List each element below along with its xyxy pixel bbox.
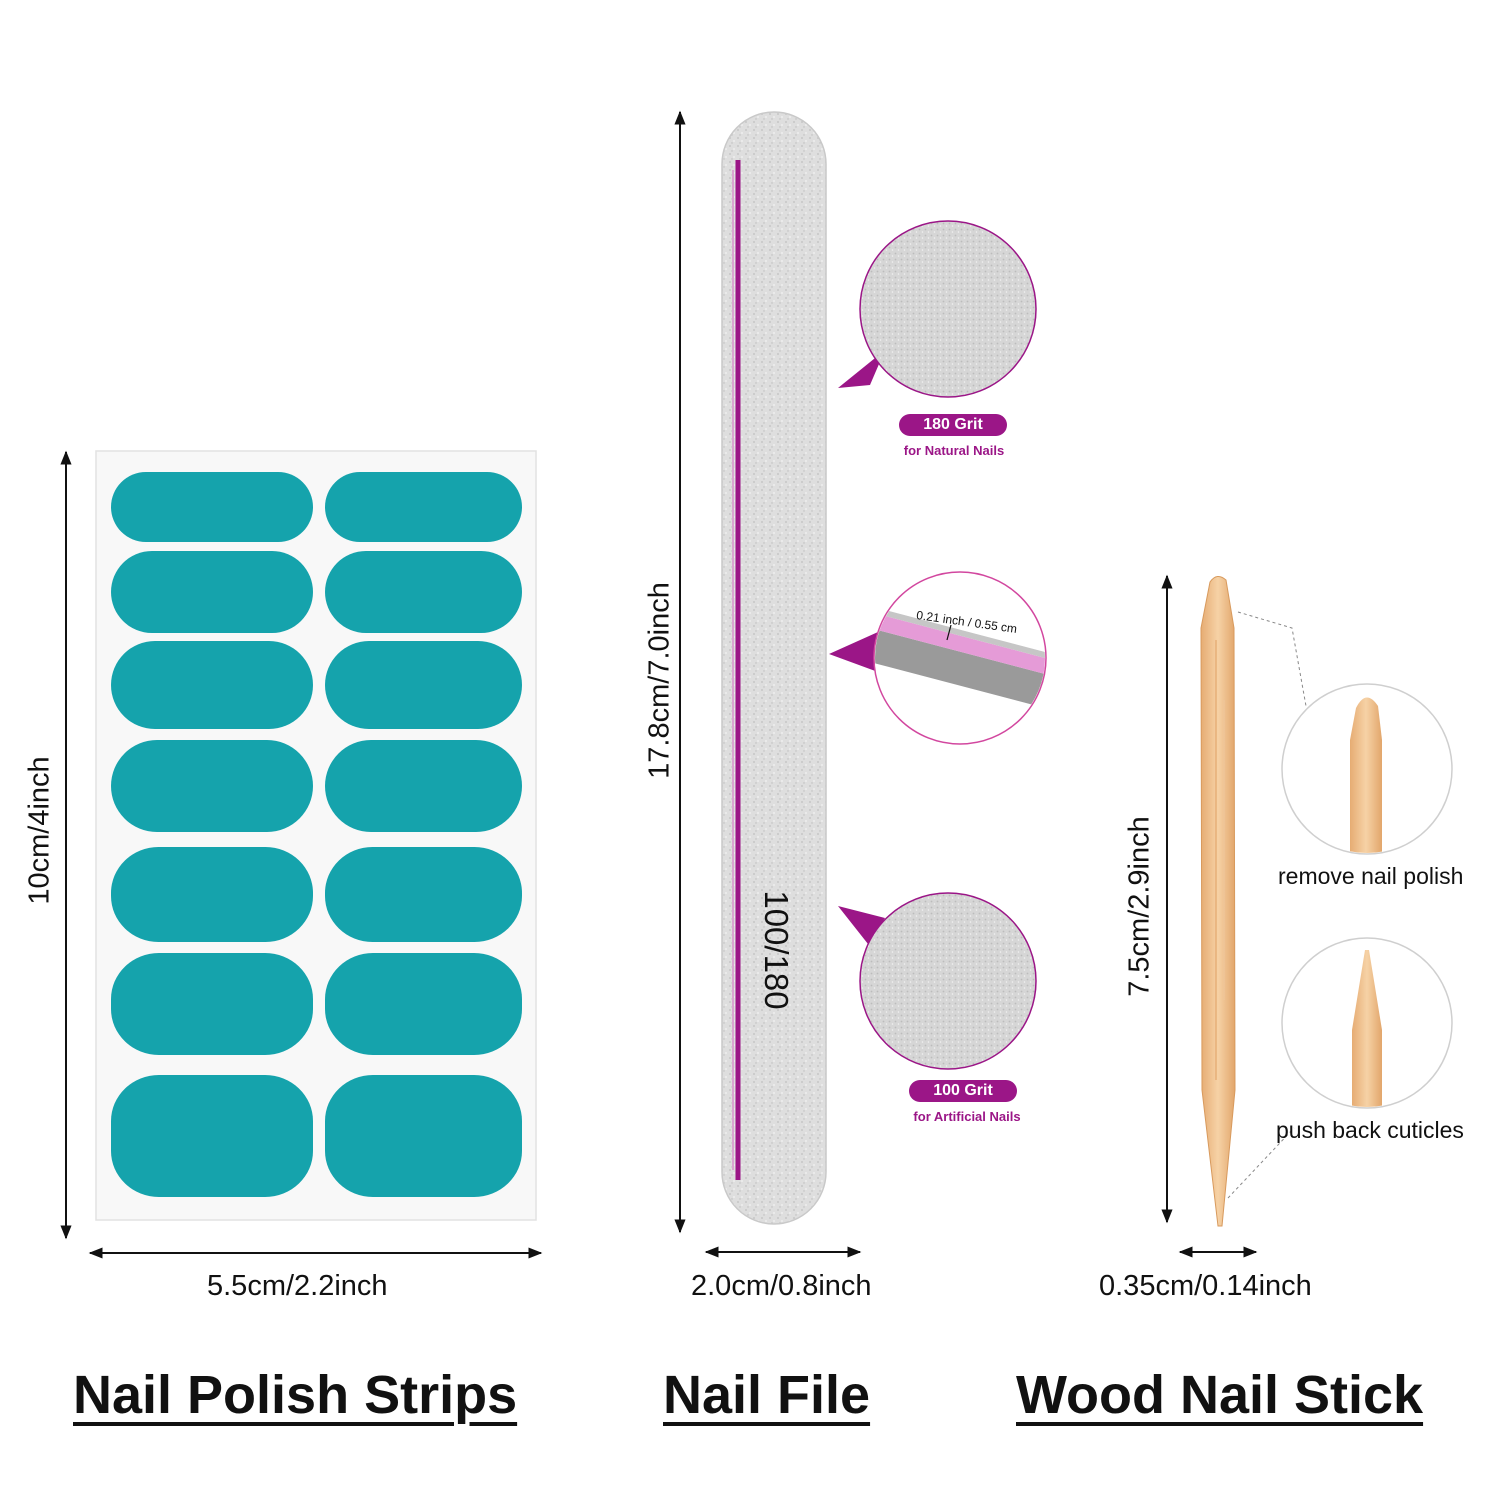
file-width-label: 2.0cm/0.8inch	[691, 1270, 872, 1302]
nail-strip	[325, 740, 522, 832]
nail-strip	[111, 1075, 313, 1197]
stick-bottom-detail	[1281, 937, 1453, 1109]
nail-strip	[325, 641, 522, 729]
grit-top-sub: for Natural Nails	[903, 443, 1005, 458]
grit-top-callout	[838, 220, 1037, 398]
nail-strip	[111, 740, 313, 832]
stick-width-label: 0.35cm/0.14inch	[1099, 1270, 1312, 1302]
stick-length-label: 7.5cm/2.9inch	[1123, 816, 1156, 997]
nail-strip	[325, 472, 522, 542]
grit-top-badge: 180 Grit	[899, 414, 1007, 436]
strips-title: Nail Polish Strips	[73, 1365, 518, 1425]
file-grit-print: 100/180	[758, 890, 795, 1010]
stick-bottom-caption: push back cuticles	[1276, 1117, 1464, 1143]
nail-strip	[111, 847, 313, 942]
grit-bottom-badge: 100 Grit	[909, 1080, 1017, 1102]
strip-width-label: 5.5cm/2.2inch	[207, 1270, 388, 1302]
stick-top-detail	[1281, 683, 1453, 855]
nail-strip	[325, 953, 522, 1055]
nail-strip	[111, 953, 313, 1055]
nail-strip	[111, 641, 313, 729]
file-title: Nail File	[663, 1365, 871, 1425]
nail-strip	[325, 551, 522, 633]
wood-stick	[1200, 576, 1236, 1227]
stick-title: Wood Nail Stick	[1016, 1365, 1424, 1425]
thickness-callout	[829, 571, 1047, 745]
strip-grid	[111, 472, 522, 1197]
grit-bottom-sub: for Artificial Nails	[913, 1109, 1021, 1124]
nail-strip	[325, 847, 522, 942]
nail-strip	[325, 1075, 522, 1197]
file-length-label: 17.8cm/7.0inch	[643, 582, 676, 779]
strip-height-label: 10cm/4inch	[23, 756, 56, 905]
stick-leader-lines	[1227, 611, 1307, 1199]
nail-file	[721, 111, 827, 1225]
grit-bottom-callout	[838, 892, 1037, 1070]
stick-top-caption: remove nail polish	[1278, 863, 1464, 889]
nail-strip	[111, 551, 313, 633]
nail-strip	[111, 472, 313, 542]
